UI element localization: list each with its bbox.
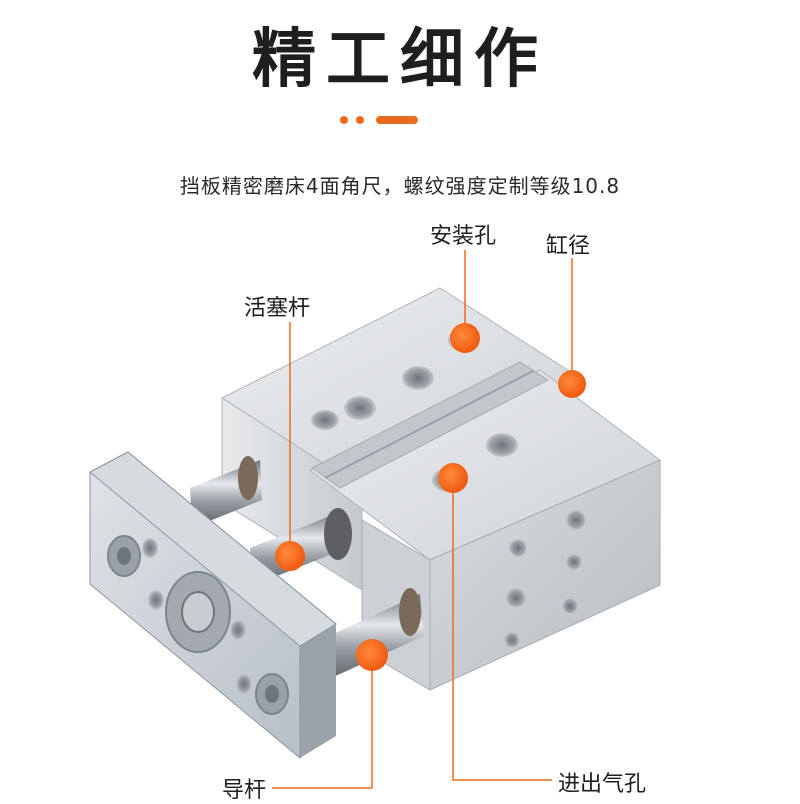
- port-hole: [504, 632, 520, 648]
- callout-dot-bore: [558, 370, 586, 398]
- leader-air-port: [452, 478, 552, 781]
- page-title: 精工细作: [252, 23, 548, 97]
- mounting-hole: [402, 366, 434, 390]
- port-hole: [509, 539, 527, 557]
- end-plate-side: [300, 624, 336, 758]
- callout-dot-air-port: [438, 463, 468, 493]
- threaded-hole: [311, 410, 339, 430]
- label-air-port: 进出气孔: [558, 772, 647, 797]
- leader-guide-rod: [272, 655, 373, 789]
- lower-guide-rod: [320, 588, 424, 682]
- port-hole: [562, 598, 578, 614]
- label-bore: 缸径: [546, 234, 591, 259]
- upper-guide-rod: [190, 456, 262, 528]
- port-hole: [566, 510, 586, 530]
- port-hole: [566, 554, 582, 570]
- label-guide-rod: 导杆: [222, 778, 267, 803]
- page-subtitle: 挡板精密磨床4面角尺，螺纹强度定制等级10.8: [179, 174, 621, 198]
- callout-dot-mounting-hole: [450, 323, 480, 353]
- label-mounting-hole: 安装孔: [430, 224, 497, 249]
- label-piston-rod: 活塞杆: [244, 296, 311, 321]
- port-hole: [506, 588, 526, 608]
- title-decoration: [340, 116, 420, 128]
- callout-dot-guide-rod: [356, 639, 388, 671]
- mounting-hole: [344, 396, 376, 420]
- callout-dot-piston-rod: [275, 541, 305, 571]
- mounting-hole: [486, 433, 518, 457]
